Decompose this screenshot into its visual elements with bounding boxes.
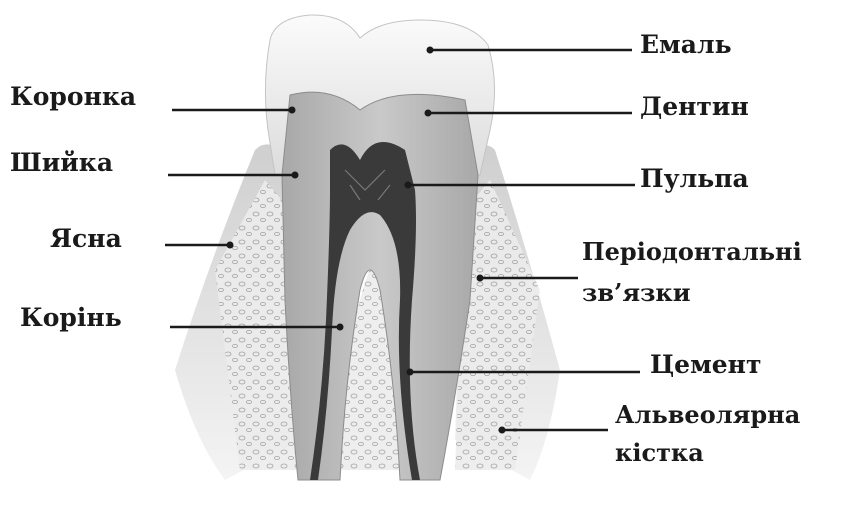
- root-dot: [337, 324, 344, 331]
- pulp-dot: [405, 182, 412, 189]
- label-dentin: Дентин: [640, 92, 749, 122]
- cement-dot: [407, 369, 414, 376]
- crown-dot: [289, 107, 296, 114]
- label-gum: Ясна: [50, 224, 122, 254]
- bone-dot: [499, 427, 506, 434]
- label-bone-line1: Альвеолярна: [615, 400, 800, 430]
- label-bone-line2: кістка: [615, 438, 704, 468]
- label-cement: Цемент: [650, 350, 761, 380]
- label-enamel: Емаль: [640, 30, 732, 60]
- neck-dot: [292, 172, 299, 179]
- label-root: Корінь: [20, 303, 122, 333]
- dentin-dot: [425, 110, 432, 117]
- label-ligaments-line2: зв’язки: [582, 278, 691, 308]
- gum-dot: [227, 242, 234, 249]
- label-neck: Шийка: [10, 148, 113, 178]
- ligaments-dot: [477, 275, 484, 282]
- label-ligaments-line1: Періодонтальні: [582, 237, 802, 267]
- label-crown: Коронка: [10, 82, 136, 112]
- enamel-dot: [427, 47, 434, 54]
- label-pulp: Пульпа: [640, 164, 749, 194]
